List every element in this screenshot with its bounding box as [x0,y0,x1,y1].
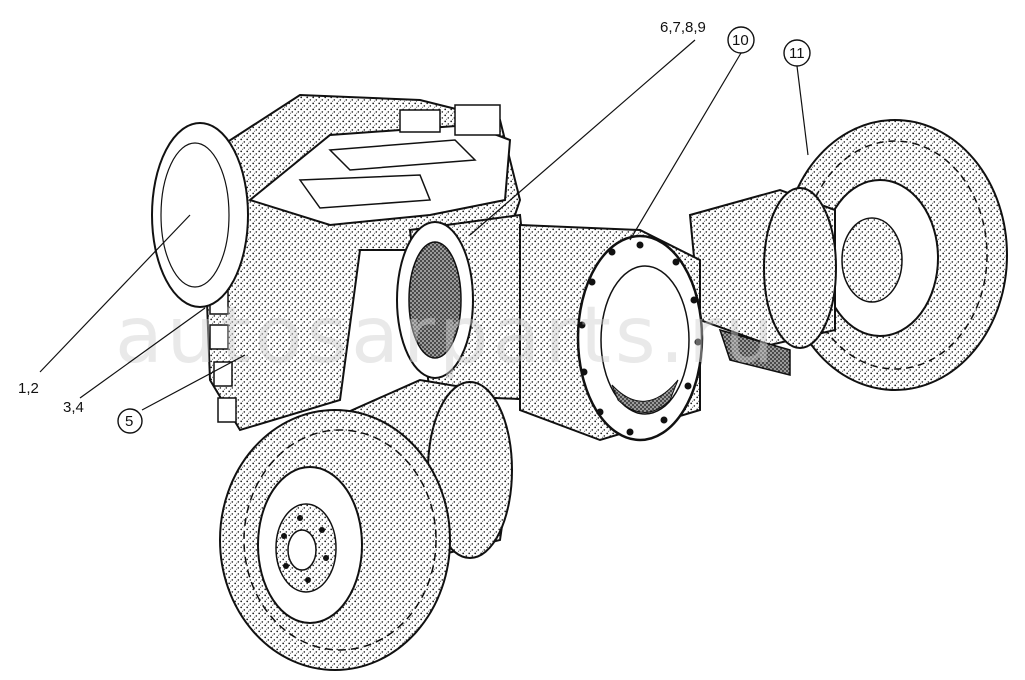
callout-5: 5 [125,413,133,430]
callout-10-circle [727,26,755,54]
final-drive-cover [576,234,704,442]
callout-1-2: 1,2 [18,380,39,397]
callout-5-circle [117,408,143,434]
rear-right-wheel [782,119,1008,391]
leader-10 [629,52,742,241]
right-axle-tube [688,187,837,376]
leader-1-2 [39,214,191,373]
cover-bolts [578,241,702,436]
callout-6-7-8-9: 6,7,8,9 [660,19,706,36]
callout-10: 10 [732,32,749,49]
callout-11-circle [783,39,811,67]
leader-11 [796,65,809,156]
watermark: autosarparts.ru [115,291,778,381]
callouts: 1,2 3,4 5 6,7,8,9 10 11 [18,19,811,434]
leader-3-4 [79,307,206,399]
wheel-studs [281,515,329,583]
callout-11: 11 [789,45,805,62]
leader-lines [39,39,809,411]
front-left-wheel [219,409,451,671]
callout-3-4: 3,4 [63,399,84,416]
gearbox-housing [151,93,522,432]
leader-6-9 [469,39,696,236]
leader-5 [141,354,246,411]
